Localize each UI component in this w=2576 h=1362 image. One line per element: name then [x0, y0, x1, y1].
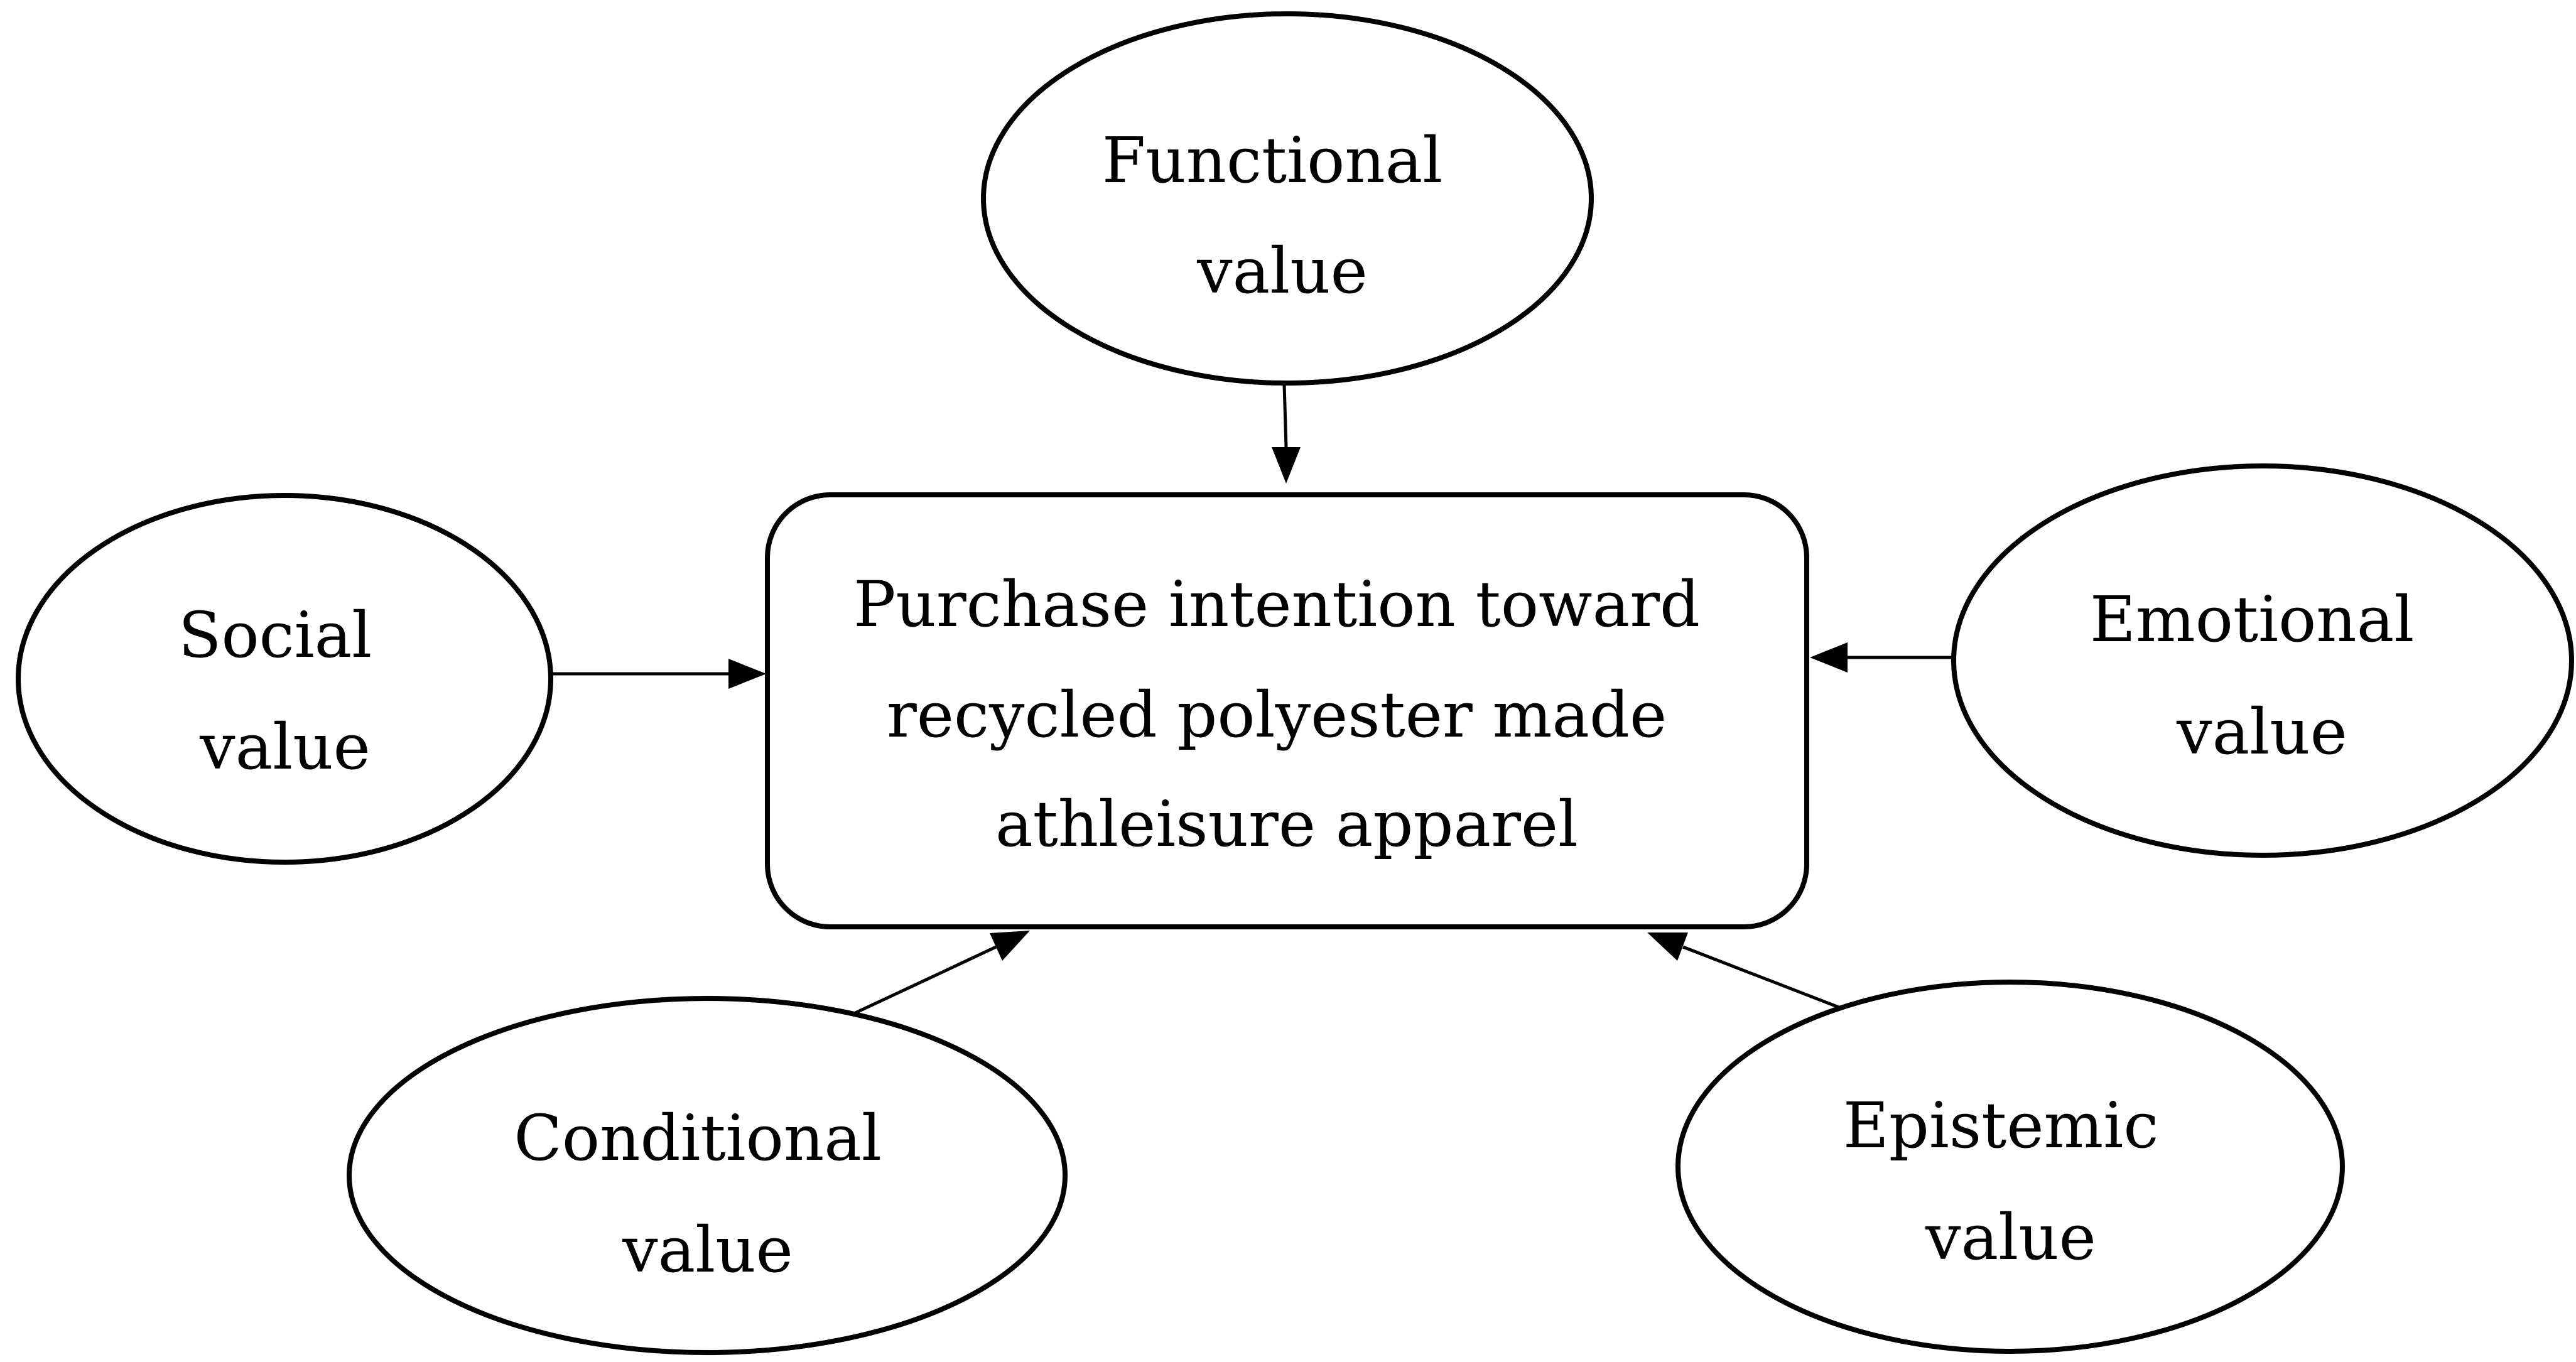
arrow-social-head	[728, 659, 766, 689]
center-label-line-1: Purchase intention toward	[853, 568, 1700, 641]
conditional-value-node: Conditional value	[347, 996, 1068, 1355]
social-value-label: Social value	[178, 598, 392, 784]
arrow-conditional-to-center	[854, 931, 1030, 1015]
center-label: Purchase intention toward recycled polye…	[853, 568, 1720, 861]
functional-value-node: Functional value	[981, 11, 1594, 386]
arrow-conditional-head	[990, 931, 1030, 961]
conditional-value-label-line-2: value	[622, 1213, 793, 1287]
epistemic-value-label-line-2: value	[1925, 1201, 2096, 1274]
arrow-functional-line	[1282, 384, 1288, 448]
functional-value-ellipse	[981, 11, 1594, 386]
conditional-value-ellipse	[347, 996, 1068, 1355]
arrow-epistemic-line	[1682, 945, 1839, 1009]
epistemic-value-node: Epistemic value	[1675, 980, 2345, 1354]
arrow-conditional-line	[854, 945, 997, 1015]
center-label-line-2: recycled polyester made	[887, 678, 1667, 752]
arrow-emotional-to-center	[1810, 642, 1954, 673]
conditional-value-label: Conditional value	[514, 1101, 901, 1287]
emotional-value-label-line-1: Emotional	[2090, 583, 2414, 656]
social-value-ellipse	[16, 493, 553, 865]
epistemic-value-label-line-1: Epistemic	[1843, 1089, 2159, 1162]
arrow-functional-head	[1272, 447, 1301, 484]
conditional-value-label-line-1: Conditional	[514, 1101, 882, 1175]
epistemic-value-ellipse	[1675, 980, 2345, 1354]
epistemic-value-label: Epistemic value	[1843, 1089, 2178, 1274]
arrow-epistemic-head	[1647, 932, 1688, 961]
center-label-line-3: athleisure apparel	[995, 787, 1578, 861]
emotional-value-ellipse	[1951, 463, 2574, 858]
arrow-functional-to-center	[1272, 384, 1301, 484]
social-value-node: Social value	[16, 493, 553, 865]
functional-value-label-line-1: Functional	[1102, 124, 1443, 197]
social-value-label-line-2: value	[199, 710, 371, 784]
emotional-value-node: Emotional value	[1951, 463, 2574, 858]
center-box	[765, 492, 1809, 929]
functional-value-label-line-2: value	[1196, 234, 1368, 308]
emotional-value-label: Emotional value	[2090, 583, 2434, 769]
arrow-emotional-head	[1810, 642, 1848, 673]
social-value-label-line-1: Social	[178, 598, 372, 672]
arrow-social-to-center	[551, 659, 766, 689]
functional-value-label: Functional value	[1102, 124, 1463, 308]
emotional-value-label-line-2: value	[2176, 695, 2347, 769]
arrow-epistemic-to-center	[1647, 932, 1839, 1009]
center-node: Purchase intention toward recycled polye…	[765, 492, 1809, 929]
